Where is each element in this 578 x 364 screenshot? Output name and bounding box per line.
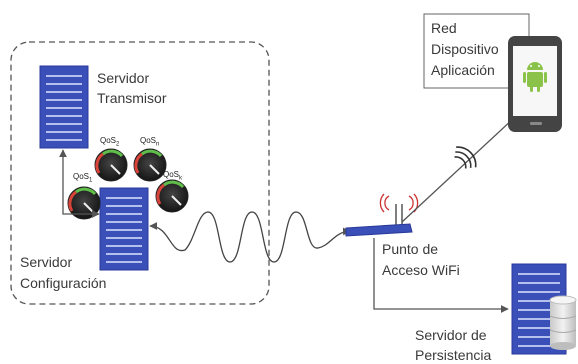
transmitter-label-line2: Transmisor [97,90,167,106]
transmitter-config-link [59,149,100,218]
config-label-line2: Configuración [20,275,107,291]
device-label-line3: Aplicación [431,62,495,78]
device-label-line2: Dispositivo [431,41,499,57]
wireless-wave-link [149,211,351,263]
qos-gauge-k-icon [155,179,189,213]
wifi-access-point-icon [345,193,419,237]
device-label-line1: Red [431,20,457,36]
qos-label-k: QoSk [163,170,183,182]
transmitter-label-line1: Servidor [97,70,150,86]
ap-label-line2: Acceso WiFi [382,262,460,278]
ap-label-line1: Punto de [382,241,439,257]
qos-label-1: QoS1 [73,172,93,184]
ap-persistence-link [373,238,509,313]
config-label-line1: Servidor [20,254,73,270]
configuration-server-icon [99,187,149,271]
qos-gauge-2-icon [94,148,128,182]
transmitter-server-icon [39,65,89,149]
android-phone-icon [508,36,562,132]
config-boundary [10,41,270,305]
qos-label-2: QoS2 [100,136,120,148]
persistence-label-line2: Persistencia [415,347,492,363]
qos-label-n: QoSn [140,136,160,148]
database-cylinder-icon [549,295,577,350]
wifi-signal-icon [454,146,477,169]
qos-gauge-n-icon [133,148,167,182]
persistence-label-line1: Servidor de [415,327,487,343]
